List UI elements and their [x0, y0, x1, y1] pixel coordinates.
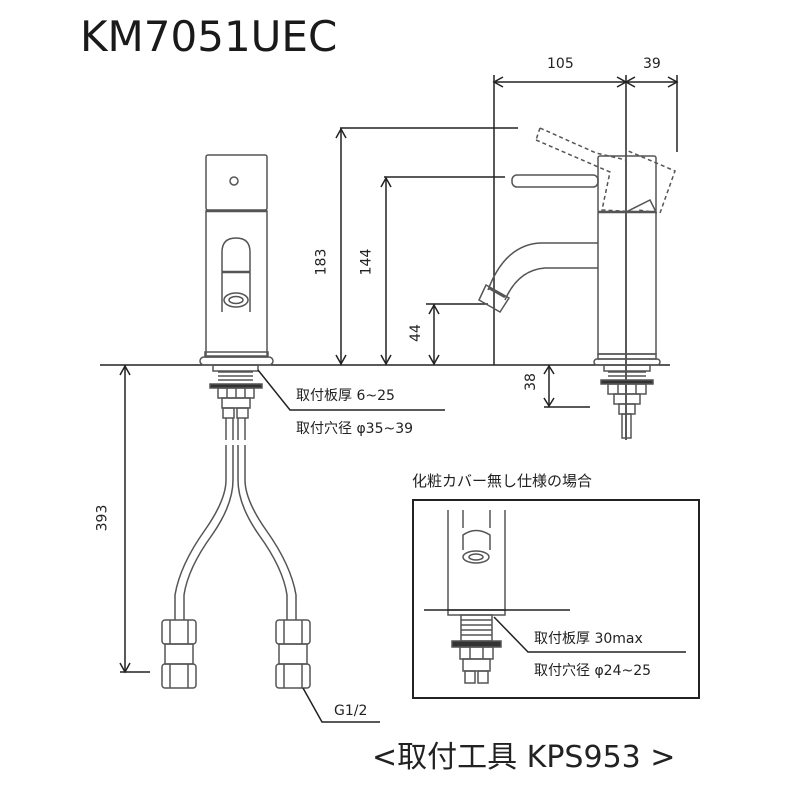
dim-spout-height: 44: [407, 324, 424, 342]
inset-leader: [493, 616, 686, 653]
dim-under-counter-shank: 38: [522, 373, 539, 391]
dim-spout-reach: 105: [547, 56, 574, 72]
inset-frame: [412, 499, 700, 699]
front-view-faucet: [161, 154, 311, 689]
mount-plate-leader: [257, 369, 445, 411]
side-view-faucet: [478, 155, 661, 439]
inset-mount-hole-diameter-label: 取付穴径 φ24~25: [534, 663, 652, 679]
hose-thread-label: G1/2: [334, 703, 368, 719]
left-hose-fitting: [161, 619, 197, 689]
dim-hose-length: 393: [94, 504, 111, 532]
inset-faucet: [447, 510, 506, 684]
model-number-title: KM7051UEC: [80, 12, 338, 61]
installation-tool-note: <取付工具 KPS953 >: [372, 740, 676, 775]
inset-mount-plate-thickness-label: 取付板厚 30max: [534, 631, 643, 647]
dim-handle-height: 144: [358, 248, 375, 276]
handle-rotated-dashed: [535, 127, 676, 214]
mount-hole-diameter-label: 取付穴径 φ35~39: [296, 421, 414, 437]
g12-leader: [302, 687, 380, 723]
inset-title: 化粧カバー無し仕様の場合: [412, 472, 593, 490]
right-hose-fitting: [275, 619, 311, 689]
dim-total-height: 183: [313, 248, 330, 276]
mount-plate-thickness-label: 取付板厚 6~25: [296, 388, 395, 404]
dim-handle-offset: 39: [643, 56, 661, 72]
